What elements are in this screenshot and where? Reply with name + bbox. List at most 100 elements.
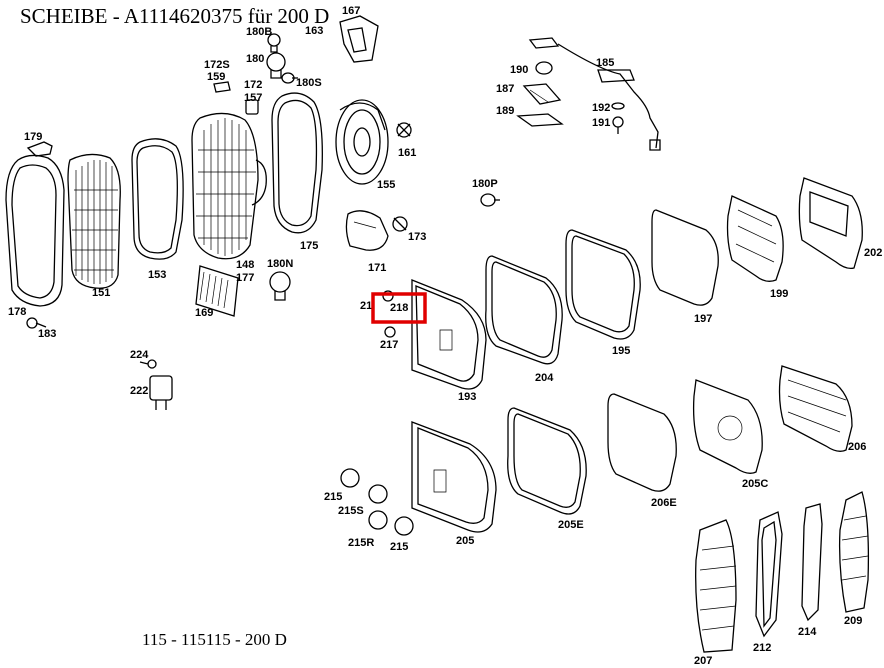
highlight-box-218 — [371, 292, 427, 324]
label-159: 159 — [207, 71, 225, 83]
label-199: 199 — [770, 288, 788, 300]
label-179: 179 — [24, 131, 42, 143]
label-171: 171 — [368, 262, 386, 274]
label-167: 167 — [342, 5, 360, 17]
label-204: 204 — [535, 372, 554, 384]
label-153: 153 — [148, 269, 166, 281]
lens-199 — [726, 195, 784, 282]
label-172S: 172S — [204, 59, 230, 71]
label-180S: 180S — [296, 77, 322, 89]
label-161: 161 — [398, 147, 416, 159]
housing-205C — [692, 379, 763, 474]
reflector-148 — [191, 112, 267, 260]
housing-171 — [345, 210, 389, 251]
screw-183 — [26, 317, 47, 329]
label-21: 21 — [360, 300, 372, 312]
part-159 — [213, 81, 231, 93]
label-212: 212 — [753, 642, 771, 654]
label-209: 209 — [844, 615, 862, 627]
label-206: 206 — [848, 441, 866, 453]
label-214: 214 — [798, 626, 817, 638]
switch-222 — [149, 375, 173, 410]
bulb-180 — [266, 52, 286, 79]
bulb-215R — [368, 510, 388, 530]
bulb-215b — [394, 516, 414, 536]
seal-214 — [801, 503, 823, 622]
label-217: 217 — [380, 339, 398, 351]
bulbholder-218-area — [382, 290, 396, 338]
label-193: 193 — [458, 391, 476, 403]
lamp-202 — [798, 177, 863, 270]
label-180B: 180B — [246, 26, 272, 38]
label-202: 202 — [864, 247, 882, 259]
label-207: 207 — [694, 655, 712, 667]
gasket-205E — [507, 407, 587, 515]
housing-193 — [411, 279, 487, 390]
page-title: SCHEIBE - A1114620375 für 200 D — [20, 4, 330, 28]
holder-187 — [522, 83, 562, 105]
label-205E: 205E — [558, 519, 584, 531]
seal-195 — [565, 229, 641, 340]
label-183: 183 — [38, 328, 56, 340]
filter-169 — [195, 265, 239, 317]
housing-205 — [411, 421, 497, 533]
part-192 — [611, 102, 625, 110]
gasket-204 — [485, 255, 563, 365]
lens-207 — [695, 519, 737, 653]
label-177: 177 — [236, 272, 254, 284]
label-180P: 180P — [472, 178, 498, 190]
label-155: 155 — [377, 179, 395, 191]
harness-185 — [528, 37, 661, 151]
label-180: 180 — [246, 53, 264, 65]
label-169: 169 — [195, 307, 213, 319]
label-218: 218 — [390, 302, 408, 314]
bulb-180S — [281, 72, 298, 84]
label-189: 189 — [496, 105, 514, 117]
bulb-215S — [368, 484, 388, 504]
label-215b: 215 — [390, 541, 408, 553]
gasket-175 — [271, 92, 323, 234]
label-224: 224 — [130, 349, 149, 361]
label-187: 187 — [496, 83, 514, 95]
model-footer: 115 - 115115 - 200 D — [142, 630, 287, 649]
screw-191 — [612, 116, 624, 134]
lens-151 — [67, 153, 121, 289]
reflector-155 — [335, 99, 389, 185]
screw-224 — [139, 359, 157, 369]
seal-206E — [607, 393, 677, 492]
bulb-180P — [480, 193, 500, 207]
label-215a: 215 — [324, 491, 342, 503]
label-180N: 180N — [267, 258, 293, 270]
label-195: 195 — [612, 345, 630, 357]
label-173: 173 — [408, 231, 426, 243]
label-215S: 215S — [338, 505, 364, 517]
bulb-180B — [267, 33, 281, 53]
label-215R: 215R — [348, 537, 374, 549]
label-206E: 206E — [651, 497, 677, 509]
label-151: 151 — [92, 287, 110, 299]
plate-189 — [516, 113, 564, 127]
lens-209 — [838, 491, 870, 613]
seal-212 — [755, 511, 783, 638]
label-191: 191 — [592, 117, 610, 129]
label-178: 178 — [8, 306, 26, 318]
seal-197 — [651, 209, 719, 306]
seal-153 — [131, 138, 184, 260]
label-190: 190 — [510, 64, 528, 76]
label-205C: 205C — [742, 478, 768, 490]
label-205: 205 — [456, 535, 474, 547]
adjuster-173 — [392, 216, 408, 232]
label-197: 197 — [694, 313, 712, 325]
label-163: 163 — [305, 25, 323, 37]
bulb-180N — [269, 271, 291, 301]
label-222: 222 — [130, 385, 148, 397]
label-185: 185 — [596, 57, 614, 69]
label-172: 172 — [244, 79, 262, 91]
label-148: 148 — [236, 259, 254, 271]
label-157: 157 — [244, 92, 262, 104]
bracket-163 — [339, 15, 379, 63]
clip-179 — [26, 141, 53, 157]
bulb-215 — [340, 468, 360, 488]
label-175: 175 — [300, 240, 318, 252]
